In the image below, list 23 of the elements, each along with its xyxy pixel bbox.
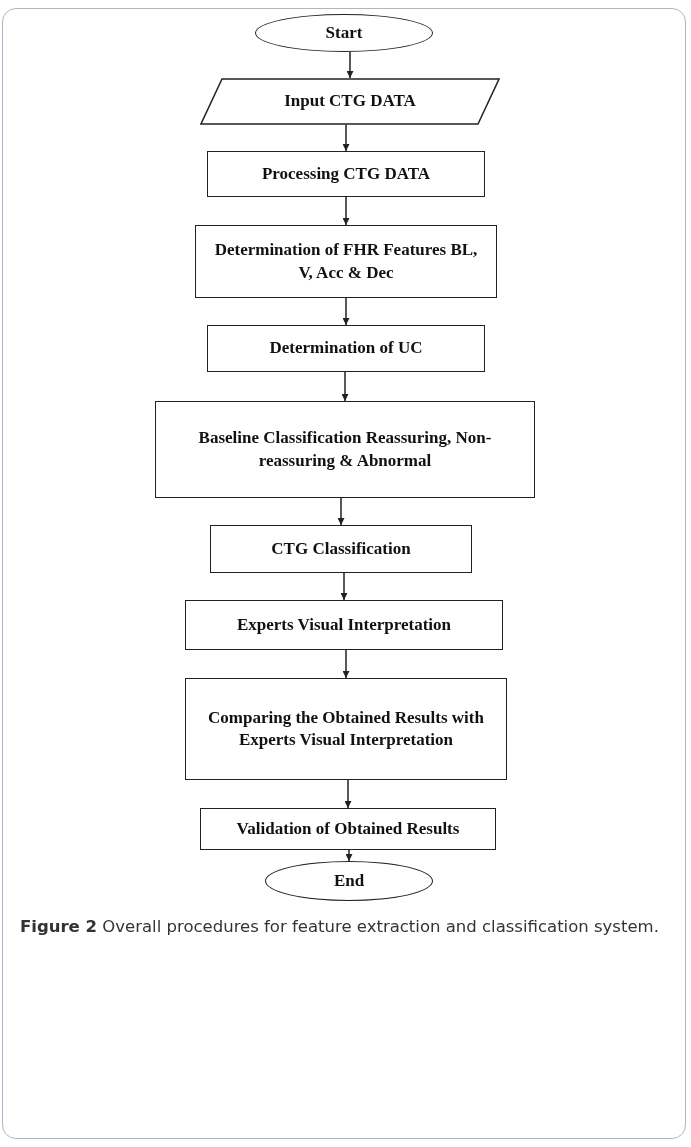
- input-parallelogram: [200, 78, 500, 125]
- end-terminal: End: [265, 861, 433, 901]
- process-box: Determination of UC: [207, 325, 485, 372]
- arrow: [340, 572, 348, 601]
- figure-caption: Figure 2 Overall procedures for feature extraction and classification system.: [20, 916, 660, 938]
- process-box: Determination of FHR Features BL, V, Acc & Dec: [195, 225, 497, 298]
- arrow: [342, 196, 350, 226]
- arrow: [342, 124, 350, 152]
- arrow: [337, 497, 345, 526]
- node-label: Input CTG DATA: [284, 90, 416, 113]
- process-box: CTG Classification: [210, 525, 472, 573]
- arrow: [344, 779, 352, 809]
- arrow: [341, 371, 349, 402]
- start-terminal: Start: [255, 14, 433, 52]
- process-box: Baseline Classification Reassuring, Non-reassuring & Abnormal: [155, 401, 535, 498]
- arrow: [346, 51, 354, 79]
- arrow: [342, 297, 350, 326]
- process-box: Comparing the Obtained Results with Experts Visual Interpretation: [185, 678, 507, 780]
- arrow: [342, 649, 350, 679]
- process-box: Processing CTG DATA: [207, 151, 485, 197]
- arrow: [345, 849, 353, 862]
- process-box: Validation of Obtained Results: [200, 808, 496, 850]
- process-box: Experts Visual Interpretation: [185, 600, 503, 650]
